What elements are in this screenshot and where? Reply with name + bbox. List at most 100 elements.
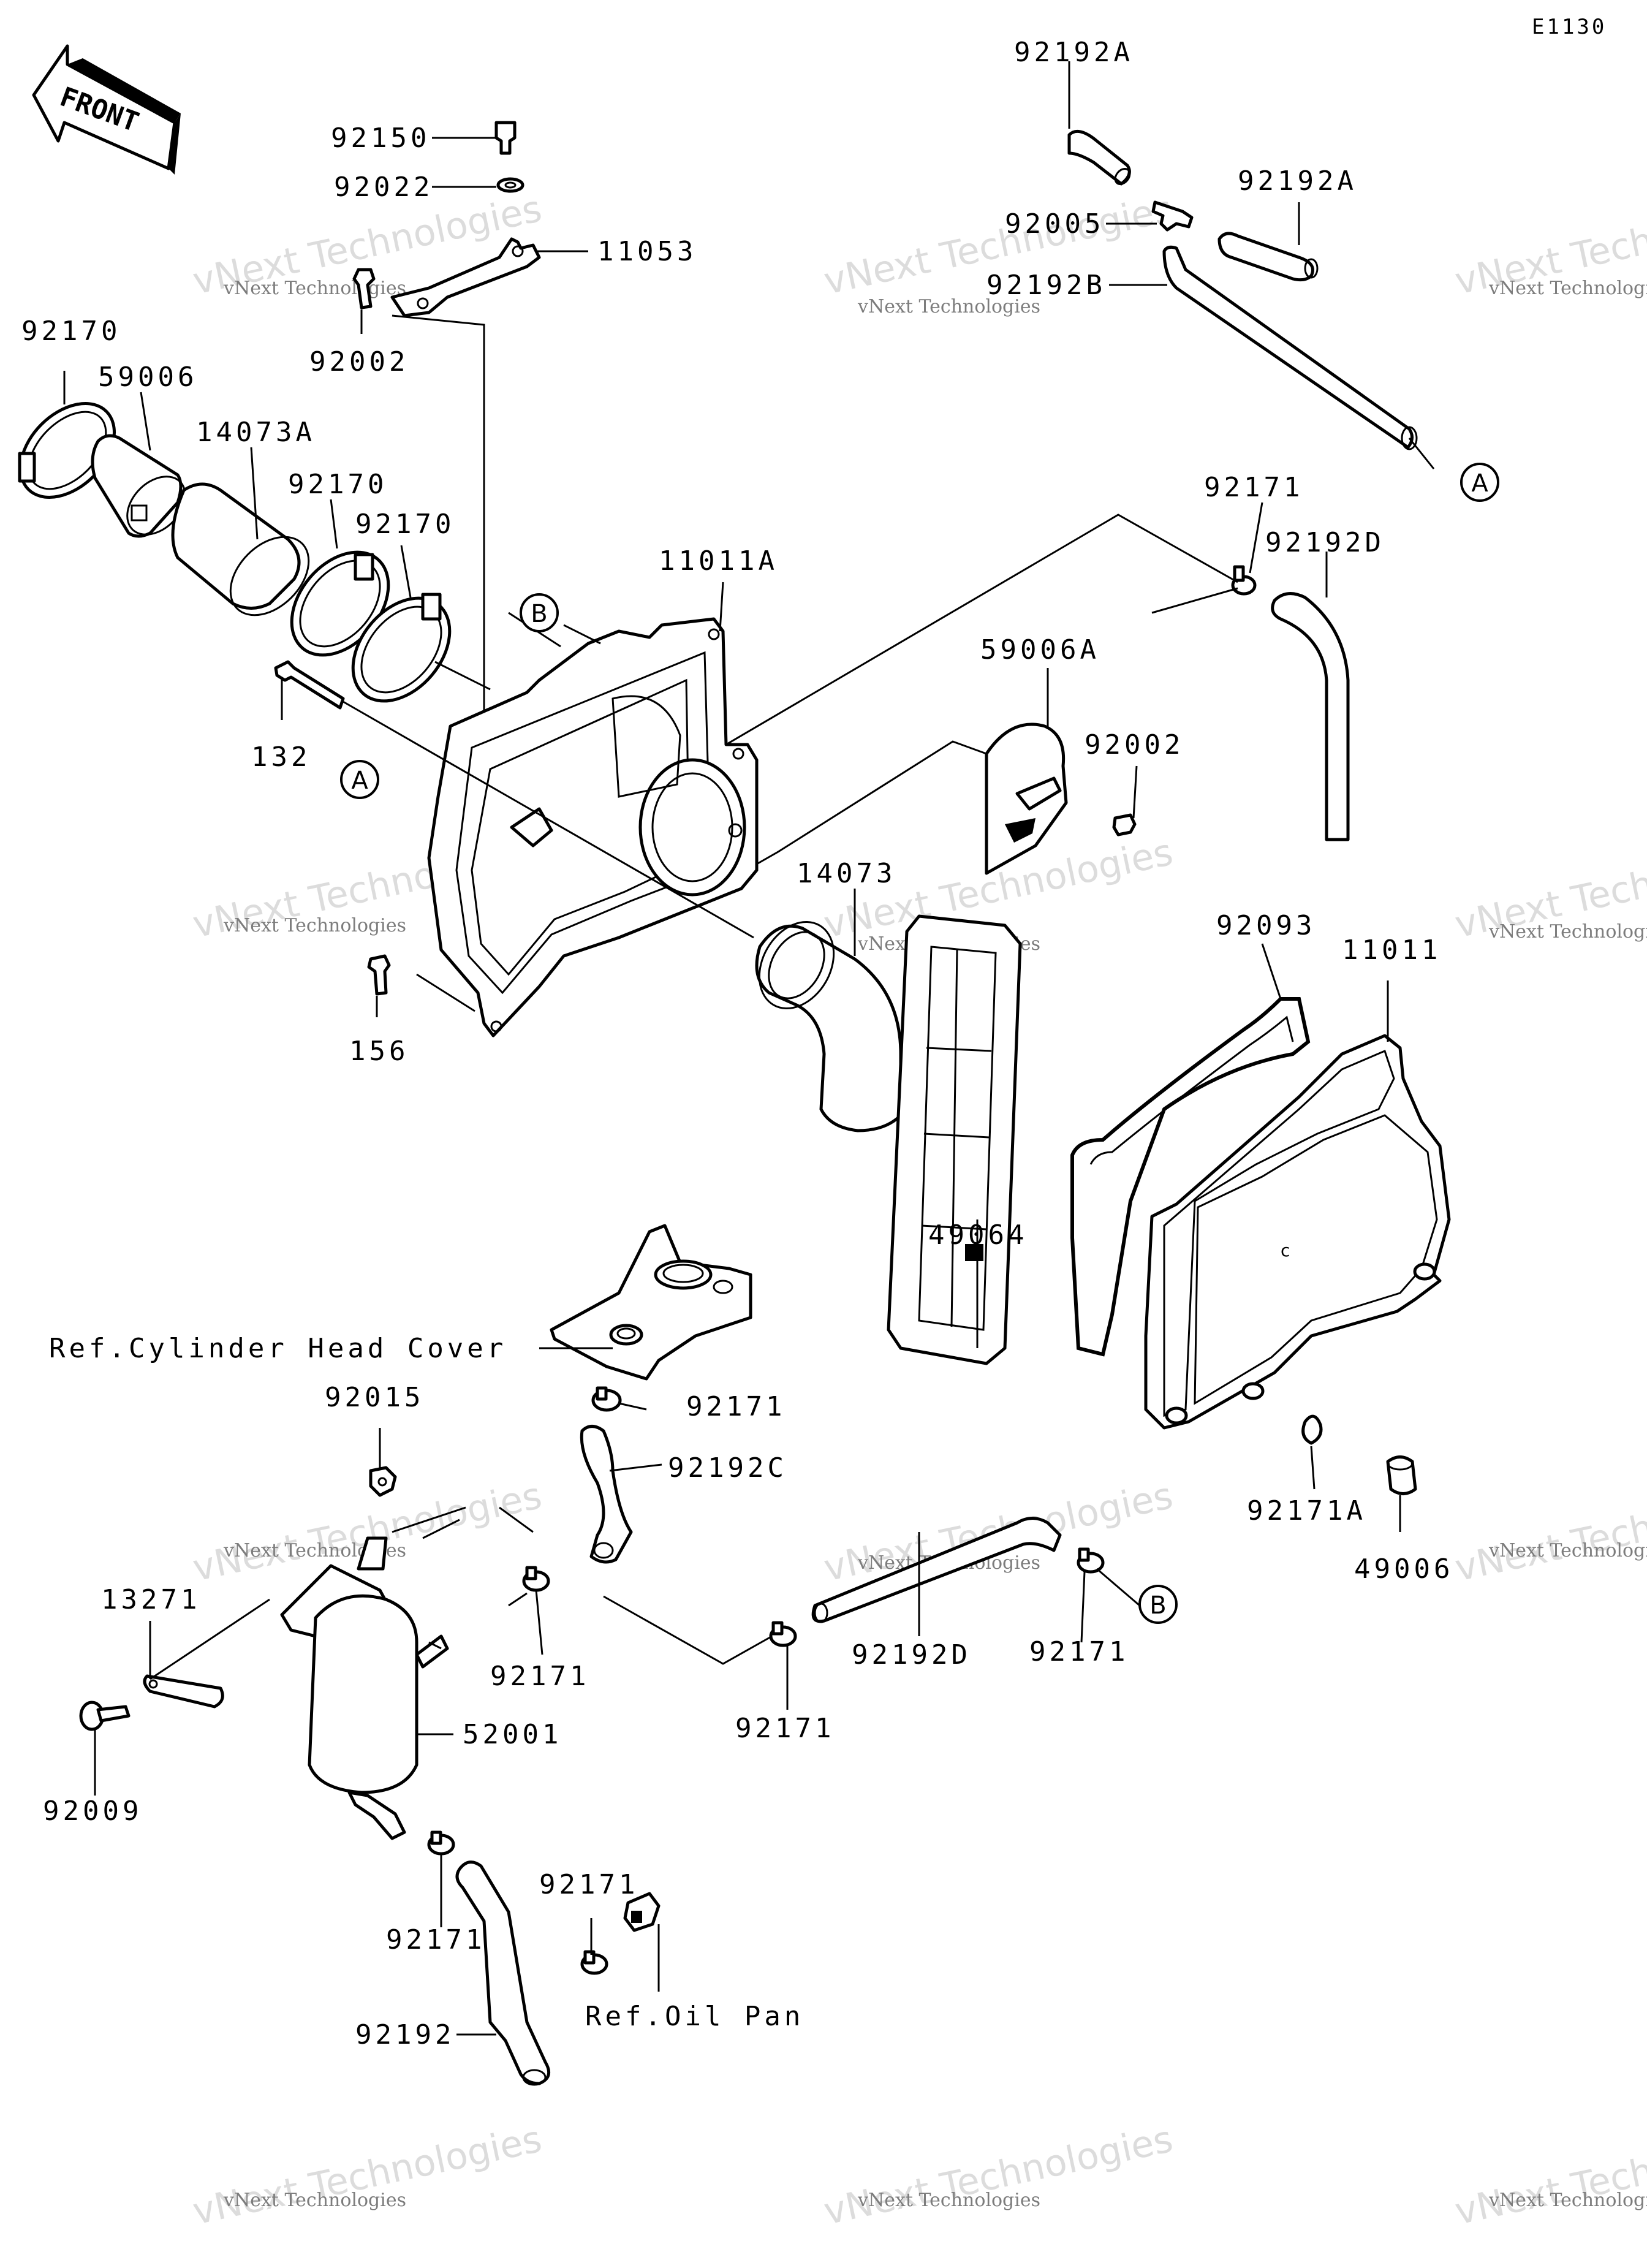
part-number: 59006A bbox=[980, 634, 1100, 666]
part-number: 132 bbox=[251, 741, 311, 773]
part-number: 14073A bbox=[196, 417, 316, 448]
callout-a-top: A bbox=[1460, 463, 1499, 502]
watermark: vNext Technologies bbox=[1488, 278, 1647, 299]
airbox-housing-11011A bbox=[427, 617, 759, 1037]
watermark: vNext Technologies bbox=[1452, 1474, 1647, 1590]
part-number: 92171 bbox=[386, 1924, 485, 1955]
airbox-cover-11011: c bbox=[1144, 1034, 1451, 1430]
part-number: 49064 bbox=[928, 1219, 1028, 1251]
bracket-13271 bbox=[143, 1674, 224, 1709]
hose-92192C bbox=[580, 1425, 633, 1564]
part-number: 92009 bbox=[43, 1796, 142, 1827]
part-number: 92171 bbox=[539, 1869, 638, 1900]
hose-92192B bbox=[1162, 245, 1418, 450]
diagram-code: E1130 bbox=[1532, 15, 1607, 39]
part-number: 92170 bbox=[21, 316, 121, 347]
part-number: 52001 bbox=[463, 1719, 562, 1750]
part-number: 92192D bbox=[852, 1639, 971, 1671]
part-number: 11053 bbox=[597, 236, 697, 267]
watermark: vNext Technologies bbox=[1488, 2190, 1647, 2211]
part-number: 92002 bbox=[309, 346, 409, 377]
part-number: 92005 bbox=[1005, 208, 1104, 240]
watermark: vNext Technologies bbox=[223, 2190, 406, 2211]
tank-52001 bbox=[280, 1536, 449, 1840]
ref-label: Ref.Cylinder Head Cover bbox=[49, 1333, 507, 1364]
part-number: 92170 bbox=[355, 509, 455, 540]
svg-text:B: B bbox=[531, 600, 547, 628]
part-number: 156 bbox=[349, 1036, 409, 1067]
part-number: 92022 bbox=[334, 172, 433, 203]
callout-a-left: A bbox=[340, 760, 379, 799]
clamp-92171-bot bbox=[427, 1830, 455, 1856]
watermark: vNext Technologies bbox=[820, 2118, 1177, 2234]
watermark: vNext Technologies bbox=[857, 296, 1040, 317]
callout-b-bottom: B bbox=[1138, 1585, 1178, 1624]
bolt-92002-top bbox=[352, 268, 376, 309]
duct-14073 bbox=[755, 920, 903, 1132]
part-number: 92171 bbox=[735, 1713, 835, 1744]
filter-49064 bbox=[887, 914, 1022, 1365]
watermark: vNext Technologies bbox=[189, 2118, 546, 2234]
cylinder-head-cover-ref bbox=[550, 1224, 752, 1381]
part-number: 92192C bbox=[668, 1452, 787, 1484]
svg-text:B: B bbox=[1149, 1591, 1166, 1620]
part-number: 92192D bbox=[1265, 527, 1385, 558]
part-number: 49006 bbox=[1354, 1553, 1453, 1585]
part-number: 92002 bbox=[1085, 729, 1184, 760]
watermark: vNext Technologies bbox=[223, 915, 406, 936]
washer-92022 bbox=[496, 177, 524, 193]
gasket-92093 bbox=[1070, 997, 1311, 1357]
part-number: 59006 bbox=[98, 362, 197, 393]
watermark: vNext Technologies bbox=[1488, 921, 1647, 942]
part-number: 92171 bbox=[1204, 472, 1303, 503]
part-number: 14073 bbox=[797, 858, 896, 889]
part-number: 92192B bbox=[986, 270, 1106, 301]
part-number: 92171 bbox=[686, 1391, 786, 1422]
clip-92171A bbox=[1301, 1414, 1323, 1445]
hose-92192D-top bbox=[1271, 592, 1350, 841]
callout-b-top: B bbox=[520, 593, 559, 632]
clamp-92171-low bbox=[1077, 1547, 1105, 1574]
hose-92192A-top bbox=[1067, 129, 1131, 186]
bolt-92002-mid bbox=[1112, 813, 1137, 836]
ref-label: Ref.Oil Pan bbox=[585, 2001, 804, 2032]
bolt-132 bbox=[274, 660, 345, 710]
part-number: 11011A bbox=[659, 545, 778, 577]
hose-92192D-low bbox=[811, 1517, 1062, 1623]
clamp-92171-top bbox=[1231, 565, 1257, 596]
svg-text:A: A bbox=[1471, 469, 1488, 498]
nut-92015 bbox=[369, 1466, 397, 1497]
clamp-92170-mid2 bbox=[351, 593, 452, 703]
watermark: vNext Technologies bbox=[857, 2190, 1040, 2211]
part-number: 13271 bbox=[101, 1584, 200, 1615]
bolt-156 bbox=[367, 954, 391, 996]
cap-49006 bbox=[1386, 1455, 1417, 1495]
bolt-92009 bbox=[79, 1701, 131, 1731]
part-number: 92015 bbox=[325, 1382, 424, 1413]
part-number: 92192 bbox=[355, 2019, 455, 2050]
bolt-92150 bbox=[494, 121, 517, 155]
cover-59006A bbox=[985, 722, 1068, 875]
part-number: 92150 bbox=[331, 123, 430, 154]
clamp-92171-tank bbox=[522, 1566, 550, 1592]
oil-pan-fitting bbox=[623, 1892, 661, 1932]
fitting-92005 bbox=[1151, 200, 1194, 232]
part-labels: 92192A 92192A 92005 92192B 92150 92022 1… bbox=[21, 37, 1453, 2050]
part-number: 11011 bbox=[1342, 935, 1441, 966]
watermark: vNext Technologies bbox=[223, 278, 406, 299]
svg-text:c: c bbox=[1281, 1240, 1290, 1261]
duct-14073A bbox=[171, 482, 310, 616]
hose-92192A-right bbox=[1217, 232, 1319, 282]
svg-text:A: A bbox=[351, 767, 368, 795]
clamp-92171-mid bbox=[769, 1621, 797, 1647]
part-number: 92171A bbox=[1247, 1495, 1366, 1527]
front-arrow-icon: FRONT bbox=[32, 44, 181, 175]
watermark: vNext Technologies bbox=[189, 1474, 546, 1590]
clamp-92171-oil bbox=[580, 1950, 608, 1975]
part-number: 92192A bbox=[1014, 37, 1134, 68]
watermark: vNext Technologies bbox=[1452, 2118, 1647, 2234]
clamp-92171-head bbox=[591, 1386, 622, 1412]
part-number: 92171 bbox=[490, 1661, 589, 1692]
watermark: vNext Technologies bbox=[1488, 1540, 1647, 1561]
